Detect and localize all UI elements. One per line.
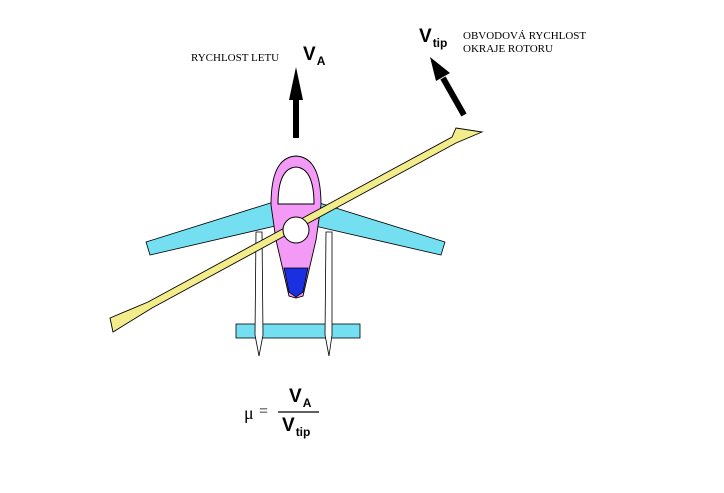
tip-speed-label-line2: OKRAJE ROTORU [463,43,553,55]
formula-denominator-main: V [282,415,295,436]
tip-speed-symbol-main: V [419,26,432,47]
tip-speed-arrow [430,57,467,117]
formula-numerator-sub: A [302,396,312,410]
rotor-hub [282,216,310,244]
airspeed-symbol: VA [303,44,325,68]
horizontal-tail [235,323,361,339]
tip-speed-symbol-sub: tip [432,36,448,50]
airspeed-symbol-sub: A [316,54,326,68]
rotor-blade [109,127,484,333]
formula-denominator-sub: tip [295,425,311,439]
tip-speed-label-line1: OBVODOVÁ RYCHLOST [463,30,587,42]
airspeed-label: RYCHLOST LETU [191,52,280,64]
cockpit-canopy [277,166,315,205]
formula-mu: μ [244,403,254,423]
formula-numerator: VA [289,386,311,410]
nose-cone [283,267,309,298]
airspeed-arrow [289,67,303,138]
formula-denominator: Vtip [282,415,310,439]
right-landing-strut [324,231,333,357]
formula-numerator-main: V [289,386,302,407]
left-landing-strut [254,231,264,357]
airspeed-symbol-main: V [303,44,316,65]
formula-equals: = [259,403,269,420]
tip-speed-symbol: Vtip [419,26,447,50]
